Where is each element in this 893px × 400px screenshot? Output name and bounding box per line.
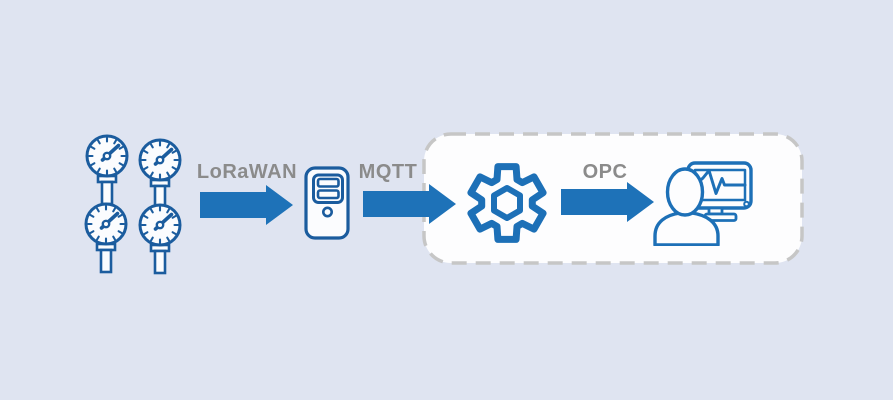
flow-arrow-mqtt <box>363 184 456 224</box>
lorawan-label: LoRaWAN <box>196 161 298 183</box>
pressure-gauge-icon-2 <box>138 138 182 210</box>
gear-icon <box>471 167 543 240</box>
flow-arrow-lorawan <box>200 185 293 225</box>
mqtt-label: MQTT <box>358 161 418 183</box>
pressure-gauge-icon-3 <box>84 202 128 274</box>
flow-arrow-opc <box>561 182 654 222</box>
opc-label: OPC <box>582 161 628 183</box>
pressure-gauge-icon-4 <box>138 203 182 275</box>
pressure-gauge-icon-1 <box>85 134 129 206</box>
